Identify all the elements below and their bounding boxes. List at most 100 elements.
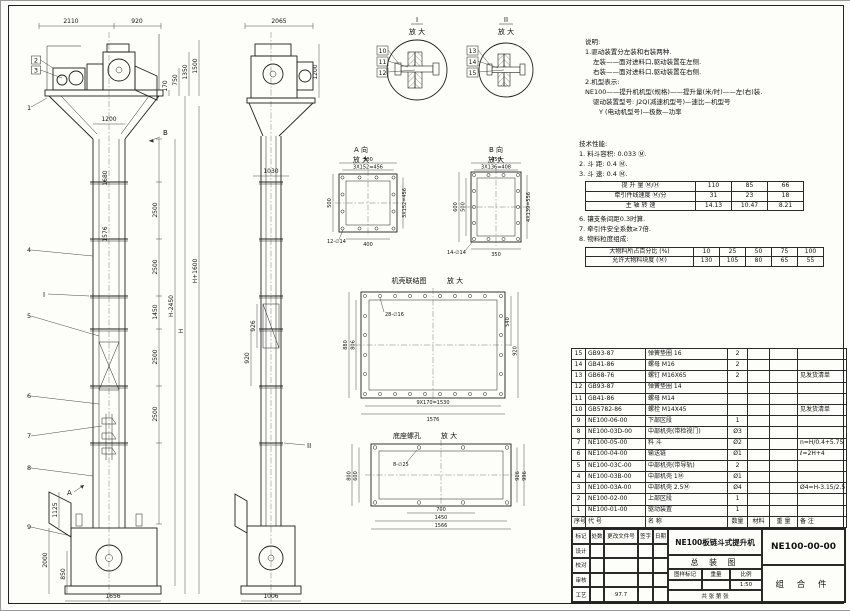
- front-elevation-view: [44, 32, 164, 602]
- balloon-5: 5: [27, 312, 31, 320]
- dim-label: 1500: [192, 58, 199, 73]
- title-block: 标记 处数 更改文件号 签字 日期 设计 校对: [571, 528, 846, 603]
- dim-label: 9X170=1530: [416, 400, 449, 406]
- note-line: 驱动装置型号: J2Q(减速机型号)—速比—机型号: [593, 98, 731, 107]
- dim-label: 3X136=408: [481, 165, 511, 171]
- casing-bolt-holes: [363, 294, 503, 396]
- bom-header-cell: 材料: [747, 515, 770, 529]
- dim-label: 700: [436, 507, 446, 513]
- view-a-enlarge-label: 放 大: [353, 155, 369, 164]
- view-b-title: B 向: [489, 145, 503, 154]
- dim-label: 920: [513, 346, 519, 356]
- sheet-count-label: 共 张 第 张: [668, 590, 762, 602]
- balloon-10: 10: [379, 48, 387, 55]
- balloon-3: 3: [34, 67, 38, 75]
- dim-label: 880: [343, 340, 349, 350]
- balloon-14: 14: [469, 59, 477, 66]
- detail-view-1: I 放 大 10 11 12: [376, 16, 448, 101]
- dim-label: 540: [505, 317, 511, 327]
- sign-label: 工艺: [572, 587, 590, 602]
- drawing-border-frame: [8, 5, 844, 604]
- detail-1-title: I: [416, 16, 418, 24]
- dim-label: 350: [491, 252, 501, 258]
- balloon-7: 7: [27, 432, 31, 440]
- dim-label: 800: [347, 471, 353, 481]
- dim-label: 500: [363, 157, 373, 163]
- note-line: 右装——面对进料口,驱动装置在右侧.: [593, 68, 702, 77]
- dim-label: H+1600: [192, 258, 199, 283]
- dim-label: 1576: [427, 417, 440, 423]
- dim-label: 2500: [152, 406, 159, 421]
- tech-item: 1. 料斗容积: 0.033 Ⓜ.: [579, 150, 647, 159]
- notes-block: 说明: 1.驱动装置分左装和右装两种. 左装——面对进料口,驱动装置在左侧. 右…: [585, 37, 846, 118]
- view-a-detail: A 向 放 大 500 3X152=456 500 3X152=456 400 …: [327, 145, 408, 248]
- dim-label: 4X139=556: [526, 192, 532, 222]
- dim-label: 1200: [101, 116, 116, 123]
- detail-2-title: II: [504, 16, 508, 24]
- scale-value: 1:50: [730, 579, 762, 590]
- dim-label: 3X152=456: [402, 188, 408, 218]
- dim-label: 1680: [102, 170, 109, 185]
- view-b-enlarge-label: 放 大: [488, 155, 504, 164]
- dim-label: 500: [327, 198, 333, 208]
- dim-label: 1450: [435, 515, 448, 521]
- side-elevation-view: [234, 32, 316, 602]
- balloon-9: 9: [27, 523, 31, 531]
- view-a-title: A 向: [354, 145, 368, 154]
- parts-list-header-row: 序号 代 号 名 称 数量 材料 重 量 备 注: [571, 515, 847, 529]
- tech-item: 6. 镶支条间距0.3时算.: [579, 215, 646, 224]
- balloon-12: 12: [379, 70, 387, 77]
- dim-label: 1576: [102, 226, 109, 241]
- weight-label: 重量: [702, 569, 730, 580]
- dim-label: 920: [131, 18, 143, 25]
- balloon-8: 8: [27, 464, 31, 472]
- title-block-right-area: NE100-00-00 组 合 件: [762, 529, 845, 602]
- bom-header-cell: 备 注: [797, 515, 847, 529]
- note-line: 1.驱动装置分左装和右装两种.: [585, 48, 672, 57]
- dim-label: 600: [453, 202, 459, 212]
- dim-label: 2500: [152, 259, 159, 274]
- note-line: Y (电动机型号)—极数—功率: [599, 108, 682, 117]
- sheet-name: 总 装 图: [668, 555, 762, 569]
- dim-label: 1200: [312, 64, 319, 79]
- right-panel: 说明: 1.驱动装置分左装和右装两种. 左装——面对进料口,驱动装置在左侧. 右…: [571, 9, 847, 604]
- date-value: 97.7: [604, 587, 638, 602]
- dim-label: 920: [244, 352, 251, 364]
- dim-label: 2000: [42, 552, 49, 567]
- drawing-number: NE100-00-00: [762, 529, 845, 565]
- balloon-6: 6: [27, 392, 31, 400]
- bom-header-cell: 序号: [571, 515, 586, 529]
- front-view-dimensions: 2110 920 170 750 1350 1500 1200 1680 157…: [38, 18, 200, 602]
- title-block-center-area: NE100板链斗式提升机 总 装 图 图样标记 重量 比例 1:50 共 张 第…: [668, 529, 762, 602]
- base-anchor-holes: [372, 445, 510, 505]
- dim-label: 1006: [263, 593, 278, 600]
- dim-label: 500: [461, 202, 467, 212]
- dim-label: 3X152=456: [353, 165, 383, 171]
- dim-label: 850: [60, 568, 67, 580]
- tech-spec-block: 技术性能: 1. 料斗容积: 0.033 Ⓜ. 2. 斗 距: 0.4 Ⓜ. 3…: [579, 139, 846, 270]
- bom-header-cell: 数量: [727, 515, 748, 529]
- rev-header: 更改文件号: [604, 529, 638, 544]
- casing-detail-title: 机壳联结图: [392, 276, 427, 285]
- section-mark-2: II: [307, 442, 311, 450]
- tech-item: 7. 牵引件安全系数≥7倍.: [579, 225, 651, 234]
- balloon-2: 2: [34, 57, 38, 65]
- dim-label: 750: [172, 74, 179, 86]
- section-mark-1: I: [43, 291, 45, 299]
- balloon-callouts: 2 3 1 4 5 6 7 8 9 A B I II: [27, 55, 311, 537]
- tech-item: 2. 斗 距: 0.4 Ⓜ.: [579, 160, 628, 169]
